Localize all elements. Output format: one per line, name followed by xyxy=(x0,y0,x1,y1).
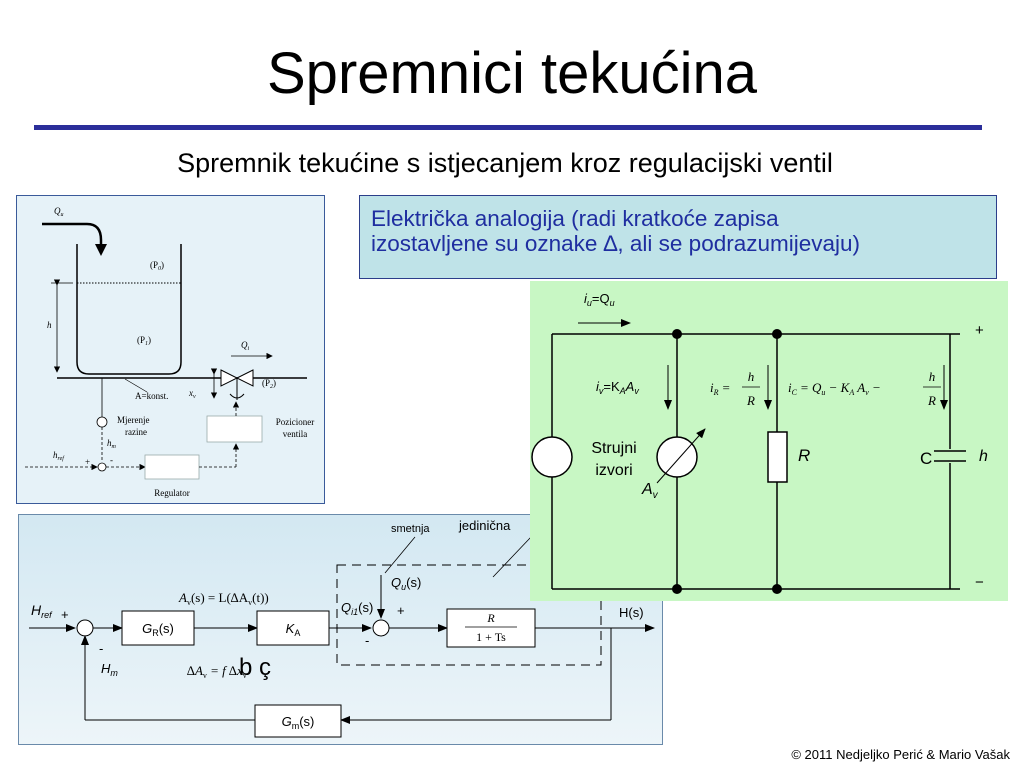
circuit-av-label: Av xyxy=(641,481,659,501)
sources-label-1: Strujni xyxy=(591,440,636,457)
circuit-ir-label: iR= xyxy=(710,380,730,397)
tank-qu-label: Qu xyxy=(54,206,64,218)
tank-schematic: Qu (P0) (P1) h Qi (P2) xv A=konst. Mjere… xyxy=(25,206,315,498)
inflow-arrowhead xyxy=(95,244,107,256)
tank-hm-label: hm xyxy=(107,438,117,450)
svg-text:-: - xyxy=(99,641,103,656)
delta-av-equation: ∆Av = f ∆xv xyxy=(187,663,247,680)
positioner-label-2: ventila xyxy=(283,429,308,439)
plus-terminal: + xyxy=(975,322,984,339)
disturbance-label: smetnja xyxy=(391,523,430,535)
page-subtitle: Spremnik tekućine s istjecanjem kroz reg… xyxy=(177,148,833,178)
circuit-iu-label: iu=Qu xyxy=(584,291,615,308)
block-hm-label: Hm xyxy=(101,661,118,678)
page-title: Spremnici tekućina xyxy=(267,41,757,106)
circuit-analogy-panel: iu=Qu iv=KAAv Strujni izvori Av iR= h R xyxy=(530,281,1008,601)
copyright-footer: © 2011 Nedjeljko Perić & Mario Vašak xyxy=(791,747,1010,762)
minus-terminal: − xyxy=(975,574,984,591)
tank-area-label: A=konst. xyxy=(135,391,168,401)
capacitor-h-label: h xyxy=(979,448,988,465)
analogy-line-2: izostavljene su oznake ∆, ali se podrazu… xyxy=(371,231,861,256)
tank-p0-label: (P0) xyxy=(150,260,164,272)
regulator-label: Regulator xyxy=(154,488,190,498)
tank-h-label: h xyxy=(47,320,52,330)
tank-href-label: href xyxy=(53,450,65,462)
ka-block xyxy=(256,610,330,646)
svg-text:-: - xyxy=(365,633,369,648)
output-label: H(s) xyxy=(619,605,644,620)
block-href-label: Href xyxy=(31,602,53,620)
gm-block xyxy=(254,704,342,738)
svg-text:+: + xyxy=(61,607,69,622)
svg-text:R: R xyxy=(927,393,936,408)
unit-label: jedinična xyxy=(458,518,511,533)
plant-denominator: 1 + Ts xyxy=(476,630,506,644)
tank-schematic-panel: Qu (P0) (P1) h Qi (P2) xv A=konst. Mjere… xyxy=(16,195,325,504)
positioner-label-1: Pozicioner xyxy=(276,417,315,427)
svg-text:+: + xyxy=(397,603,405,618)
circuit-iv-label: iv=KAAv xyxy=(596,379,639,396)
circuit-ic-label: iC= Qu − KA Av − xyxy=(788,380,881,397)
inflow-arrow xyxy=(42,222,103,248)
svg-text:h: h xyxy=(748,369,755,384)
measure-label-1: Mjerenje xyxy=(117,415,149,425)
block-qu-label: Qu(s) xyxy=(391,575,421,592)
block-qi1-label: Qi1(s) xyxy=(341,600,373,617)
block-diagram-panel: Href + - Hm GR(s) KA Av(s) = L(∆Av(t)) Q… xyxy=(18,514,663,745)
gr-label: GR(s) xyxy=(142,621,174,638)
controlled-source-icon xyxy=(656,436,698,478)
av-laplace-equation: Av(s) = L(∆Av(t)) xyxy=(178,590,269,607)
gr-block xyxy=(121,610,195,646)
plant-numerator: R xyxy=(486,611,495,625)
analogy-line-1: Električka analogija (radi kratkoće zapi… xyxy=(371,206,779,231)
sum-junction-1 xyxy=(76,619,94,637)
block-diagram: Href + - Hm GR(s) KA Av(s) = L(∆Av(t)) Q… xyxy=(29,518,655,738)
svg-text:h: h xyxy=(929,369,936,384)
level-sensor-icon xyxy=(96,416,108,428)
tank-walls xyxy=(76,244,182,375)
sources-label-2: izvori xyxy=(595,462,632,479)
current-source-icon xyxy=(531,436,573,478)
tank-p1-label: (P1) xyxy=(137,335,151,347)
gm-label: Gm(s) xyxy=(282,714,315,731)
title-divider xyxy=(34,125,982,130)
svg-text:+: + xyxy=(85,457,90,467)
ka-label: KA xyxy=(286,621,301,638)
plant-dashed-box xyxy=(336,564,602,666)
positioner-block xyxy=(206,415,263,443)
tank-p2-label: (P2) xyxy=(262,378,276,390)
capacitor-label: C xyxy=(920,449,932,468)
regulator-block xyxy=(144,454,200,480)
svg-text:-: - xyxy=(110,455,113,465)
svg-text:R: R xyxy=(746,393,755,408)
resistor-icon xyxy=(767,431,788,483)
analogy-note: Električka analogija (radi kratkoće zapi… xyxy=(359,195,997,279)
sum-junction-2 xyxy=(372,619,390,637)
tank-qi-label: Qi xyxy=(241,340,250,352)
tank-xv-label: xv xyxy=(188,388,196,400)
resistor-label: R xyxy=(798,446,810,465)
plant-block xyxy=(446,608,536,648)
measure-label-2: razine xyxy=(125,427,147,437)
circuit-diagram: iu=Qu iv=KAAv Strujni izvori Av iR= h R xyxy=(531,291,988,594)
bc-glyphs: b ç xyxy=(239,654,271,681)
